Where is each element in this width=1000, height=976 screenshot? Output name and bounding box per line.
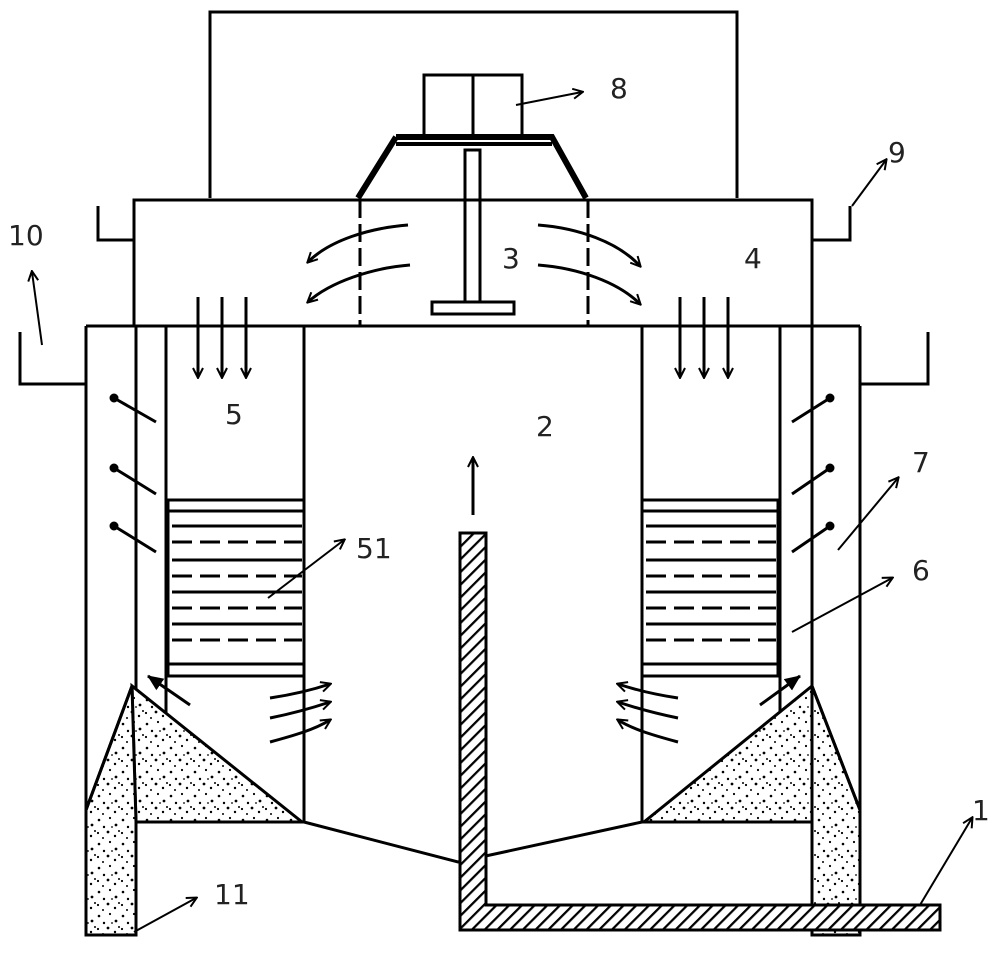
vent-slats-right: [791, 393, 835, 554]
label-5: 5: [225, 398, 243, 431]
outlet-pipe-10: [18, 332, 930, 386]
label-11: 11: [214, 878, 250, 911]
stirrer-3: [430, 148, 516, 316]
upper-chamber-4: [132, 198, 814, 326]
leader-arrows: [32, 92, 972, 933]
label-2: 2: [536, 410, 554, 443]
label-10: 10: [8, 219, 44, 252]
outlet-pipe-9: [96, 206, 852, 242]
mixer-hood: [355, 134, 589, 200]
label-4: 4: [744, 242, 762, 275]
top-housing: [208, 10, 739, 198]
sludge-wedge-left: [84, 682, 307, 937]
settling-pack-left: [166, 498, 306, 678]
flow-arrows: [147, 223, 801, 744]
label-8: 8: [610, 72, 628, 105]
label-3: 3: [502, 242, 520, 275]
inlet-pipe-1: [458, 531, 942, 932]
label-6: 6: [912, 554, 930, 587]
label-51: 51: [356, 532, 392, 565]
vent-slats-left: [109, 393, 157, 554]
label-7: 7: [912, 446, 930, 479]
sludge-wedge-right: [639, 682, 862, 937]
label-9: 9: [888, 136, 906, 169]
motor-8: [422, 73, 524, 139]
settling-pack-right: [640, 498, 780, 678]
label-1: 1: [972, 794, 990, 827]
